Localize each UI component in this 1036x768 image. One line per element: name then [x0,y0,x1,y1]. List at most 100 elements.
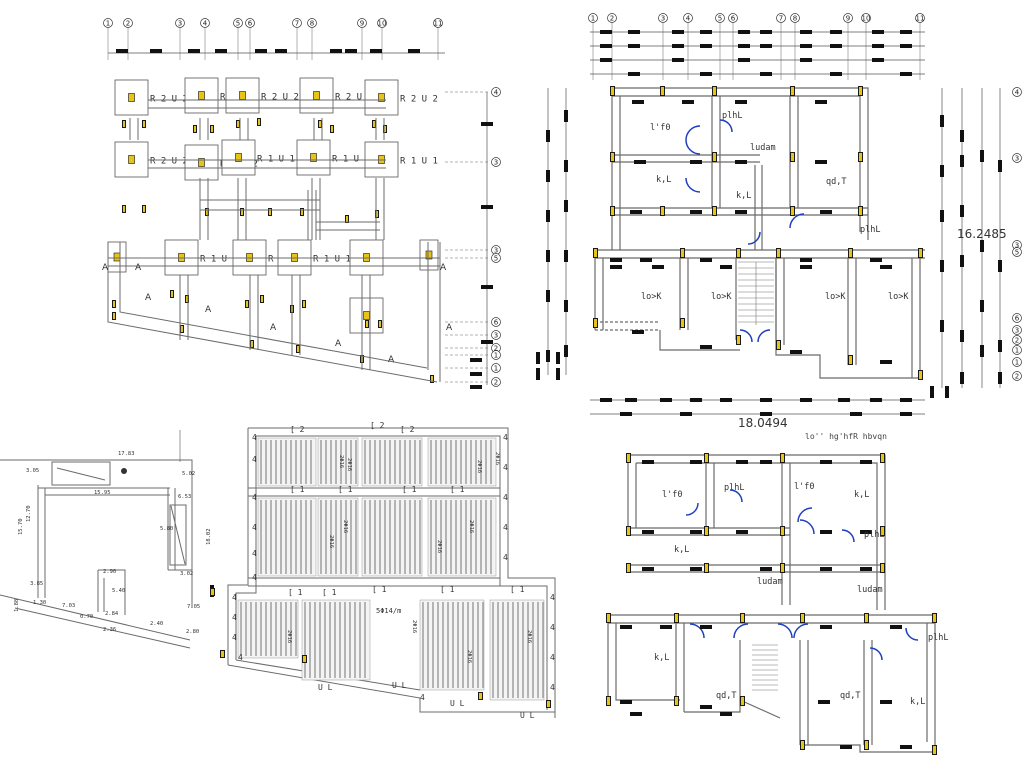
slab-panel [427,437,497,487]
grid-bubble: 4 [683,13,693,23]
dimension-tick [738,30,750,34]
grid-bubble: 2 [491,377,501,387]
dimension-tick [255,49,267,53]
section-mark: A [446,323,453,333]
site-dimension: 12.70 [26,505,32,522]
dimension-tick [600,44,612,48]
side-tag: 4 [503,433,508,442]
bottom-tag: U L [450,699,465,708]
first-floor-columns [606,453,937,755]
side-tag: 4 [238,653,243,662]
svg-text:3: 3 [494,158,498,166]
column [932,613,937,623]
svg-text:2: 2 [494,344,498,352]
grid-bubble: 1 [491,363,501,373]
grid-bubble: 1 [1012,345,1022,355]
dimension-tick [860,460,872,464]
grid-bubble: 10 [377,18,387,28]
first-room-label: qd,T [716,691,736,701]
svg-text:1: 1 [1015,358,1019,366]
grid-bubble: 11 [433,18,443,28]
slab-panel [489,599,545,701]
dimension-tick [998,340,1002,352]
dimension-tick [481,205,493,209]
svg-text:6: 6 [731,14,736,22]
column [478,692,483,700]
dimension-tick [690,398,702,402]
column [142,120,146,128]
column [210,125,214,133]
dimension-tick [642,530,654,534]
footing-tag: R 2 U 2 [335,93,373,103]
grid-bubble: 6 [491,317,501,327]
svg-text:5: 5 [1015,248,1019,256]
column [626,526,631,536]
grid-bubble: 1 [588,13,598,23]
column [736,335,741,345]
dimension-tick [880,265,892,269]
dimension-tick [672,58,684,62]
dimension-tick [610,265,622,269]
grid-bubble: 2 [1012,371,1022,381]
dimension-tick [408,49,420,53]
slab-panel [257,437,317,487]
column [776,248,781,258]
column [704,563,709,573]
first-room-label: ludam [757,577,783,587]
site-dimension: 18.02 [206,528,212,545]
side-tag: 4 [420,693,425,702]
column [375,210,379,218]
grid-bubble: 3 [491,330,501,340]
dimension-tick [872,44,884,48]
dimension-tick [690,160,702,164]
svg-text:8: 8 [310,19,314,27]
column [210,588,215,596]
dimension-tick [682,100,694,104]
dimension-tick [960,155,964,167]
column [383,125,387,133]
side-tag: 4 [232,613,237,622]
bottom-tag: U L [520,711,535,720]
ground-room-label: plhL [860,225,880,235]
footing [419,239,439,271]
column [880,563,885,573]
svg-text:1: 1 [591,14,595,22]
site-dimension: 7.05 [187,604,200,610]
svg-text:6: 6 [1015,314,1020,322]
dimension-tick [690,460,702,464]
grid-bubble: 5 [491,253,501,263]
beam-tag: [ 1 [290,485,305,494]
bottom-tag: U L [392,681,407,690]
svg-text:6: 6 [248,19,253,27]
column [122,120,126,128]
grid-bubble: 2 [1012,335,1022,345]
svg-text:5: 5 [236,19,240,27]
column [880,526,885,536]
footing-tag: R 2 U 2 [261,93,299,103]
first-floor-plan: l'f0 plhL l'f0 k,L plhL k,L ludam ludam … [606,453,948,755]
footing: R 2 U 2 [225,77,299,114]
dimension-tick [820,460,832,464]
dimension-tick [880,700,892,704]
dimension-tick [700,44,712,48]
site-dimension: 3.85 [30,581,43,587]
bar-label: 2Φ16 [328,535,334,548]
ground-room-label: l'f0 [650,123,670,133]
beam-tag: [ 1 [450,485,465,494]
ground-room-label: plhL [722,111,742,121]
column [864,740,869,750]
dimension-tick [998,160,1002,172]
column [378,320,382,328]
foundation-dim-ticks [116,49,420,53]
dimension-tick [900,398,912,402]
dimension-tick [940,260,944,272]
grid-bubble: 4 [491,87,501,97]
column [776,340,781,350]
dimension-tick [760,460,772,464]
column [546,700,551,708]
dimension-tick [960,330,964,342]
dimension-tick [546,290,550,302]
site-dimension: 7.03 [62,603,75,609]
